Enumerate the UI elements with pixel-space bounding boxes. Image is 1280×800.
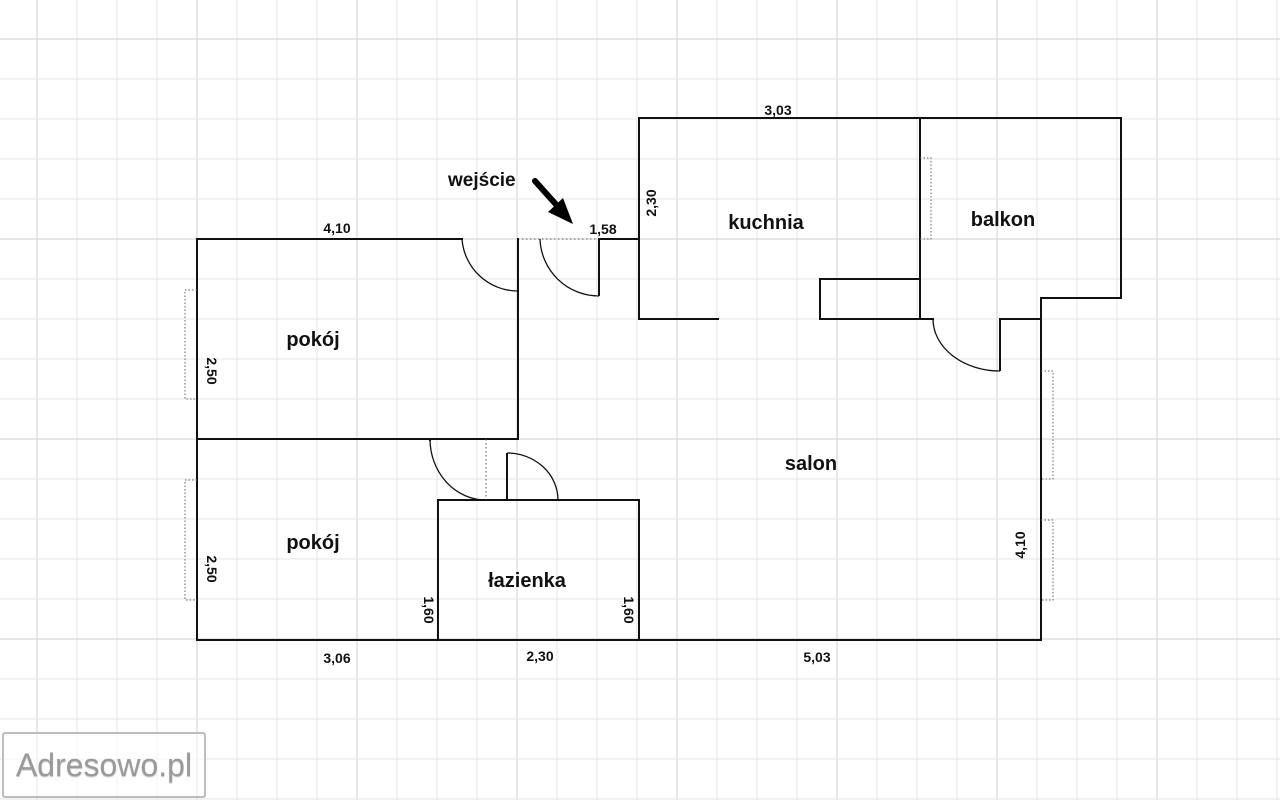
kitchen-top-wall	[638, 117, 1122, 320]
dimension-kitchen-height: 2,30	[643, 189, 659, 216]
door-entrance	[539, 238, 600, 297]
dimension-bottom-bathroom: 2,30	[526, 648, 553, 664]
dimension-top-kitchen: 3,03	[764, 102, 791, 118]
door-thresholds	[485, 238, 599, 500]
watermark-text: Adresowo.pl	[15, 746, 193, 783]
window-room1	[184, 289, 197, 400]
dimension-room1-height: 2,50	[204, 357, 220, 384]
dimension-top-left: 4,10	[323, 220, 350, 236]
kitchen-left-wall	[638, 238, 719, 320]
dimension-bottom-room: 3,06	[323, 650, 350, 666]
door-balcony	[932, 318, 1001, 372]
room-label-lazienka: łazienka	[488, 570, 567, 592]
room-label-pokoj-2: pokój	[286, 532, 339, 554]
room-label-balkon: balkon	[971, 209, 1035, 231]
window-salon-lower	[1041, 519, 1054, 601]
windows	[184, 157, 1054, 601]
entrance-label: wejście	[447, 170, 516, 191]
walls	[196, 117, 1122, 641]
room-label-salon: salon	[785, 453, 837, 475]
door-room2	[429, 438, 487, 501]
doors	[429, 238, 1001, 501]
dimension-bathroom-right-height: 1,60	[621, 596, 637, 623]
watermark-logo: Adresowo.pl	[2, 732, 206, 798]
left-rooms-walls	[196, 238, 1042, 641]
dimension-bottom-salon: 5,03	[803, 649, 830, 665]
bathroom-walls	[437, 499, 640, 641]
window-room2	[184, 479, 197, 601]
kitchen-counter	[819, 278, 934, 320]
entrance-arrow-icon	[532, 178, 573, 224]
dimension-top-entry: 1,58	[589, 221, 616, 237]
dimension-salon-height: 4,10	[1012, 531, 1028, 558]
dimension-room2-height: 2,50	[204, 555, 220, 582]
door-room1	[461, 238, 519, 292]
room-label-kuchnia: kuchnia	[728, 212, 804, 234]
dimension-bathroom-left-height: 1,60	[421, 596, 437, 623]
window-salon-upper	[1041, 370, 1054, 480]
room-label-pokoj-1: pokój	[286, 329, 339, 351]
door-bathroom	[506, 452, 559, 501]
